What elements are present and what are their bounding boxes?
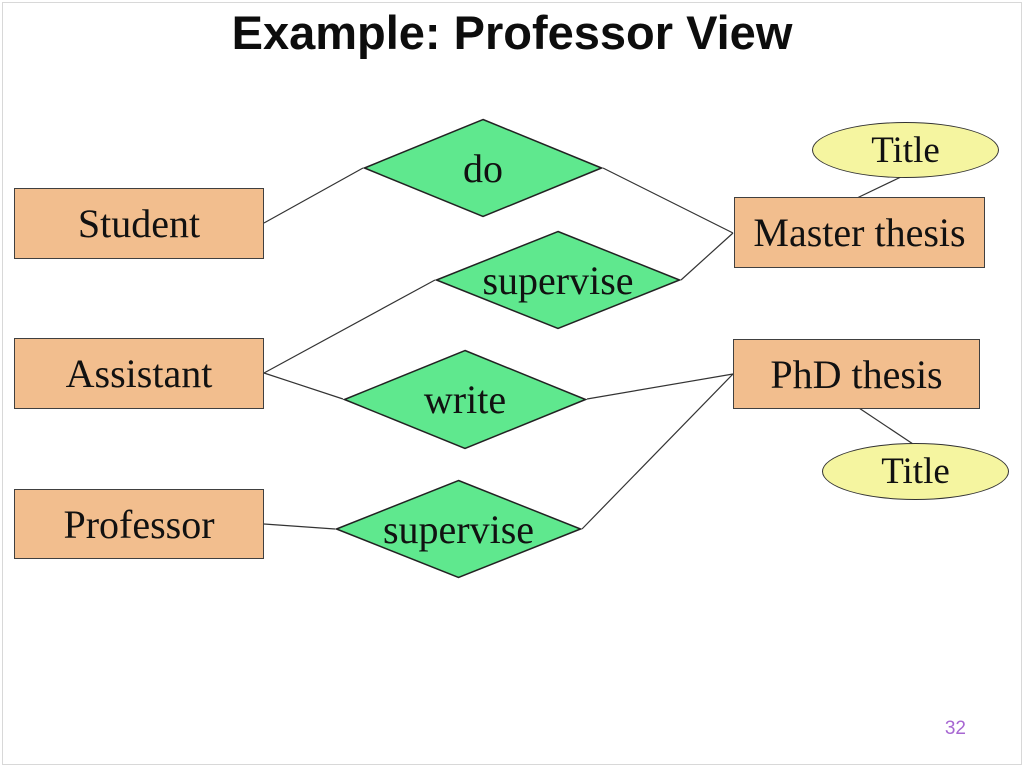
entity-professor-label: Professor	[63, 501, 215, 547]
connector-title-master-thesis	[856, 175, 904, 199]
relationship-write-label: write	[423, 377, 507, 422]
connector-assistant-write	[263, 372, 344, 400]
connector-assistant-supervise-master	[263, 279, 436, 374]
connector-supervise-phd-thesis	[581, 373, 734, 530]
entity-master-thesis-label: Master thesis	[753, 210, 966, 255]
connector-supervise-master-thesis	[680, 232, 734, 281]
diamond-shape	[335, 479, 582, 579]
entity-assistant: Assistant	[14, 338, 264, 409]
diamond-shape	[363, 118, 603, 218]
relationship-supervise-master-label: supervise	[482, 257, 634, 303]
slide-title: Example: Professor View	[231, 6, 793, 59]
connector-write-phd-thesis	[586, 373, 734, 400]
attribute-title-master-label: Title	[871, 129, 940, 171]
relationship-supervise-master: supervise	[435, 230, 681, 330]
entity-student: Student	[14, 188, 264, 259]
relationship-write: write	[343, 349, 587, 450]
relationship-supervise-phd: supervise	[335, 479, 582, 579]
attribute-title-phd: Title	[822, 443, 1009, 500]
connector-student-do	[263, 167, 364, 224]
entity-phd-thesis-label: PhD thesis	[770, 351, 943, 397]
entity-assistant-label: Assistant	[65, 351, 213, 396]
entity-master-thesis: Master thesis	[734, 197, 985, 268]
relationship-do-label: do	[463, 145, 503, 191]
page-number: 32	[944, 718, 966, 739]
diamond-shape	[435, 230, 681, 330]
entity-professor: Professor	[14, 489, 264, 559]
diamond-shape	[343, 349, 587, 450]
connector-phd-thesis-title	[858, 407, 914, 445]
entity-student-label: Student	[77, 201, 201, 246]
relationship-supervise-phd-label: supervise	[382, 506, 535, 552]
relationship-do: do	[363, 118, 603, 218]
attribute-title-phd-label: Title	[881, 451, 950, 492]
attribute-title-master: Title	[812, 122, 999, 178]
entity-phd-thesis: PhD thesis	[733, 339, 980, 409]
connector-do-master-thesis	[602, 167, 734, 234]
connector-professor-supervise-phd	[263, 523, 336, 530]
